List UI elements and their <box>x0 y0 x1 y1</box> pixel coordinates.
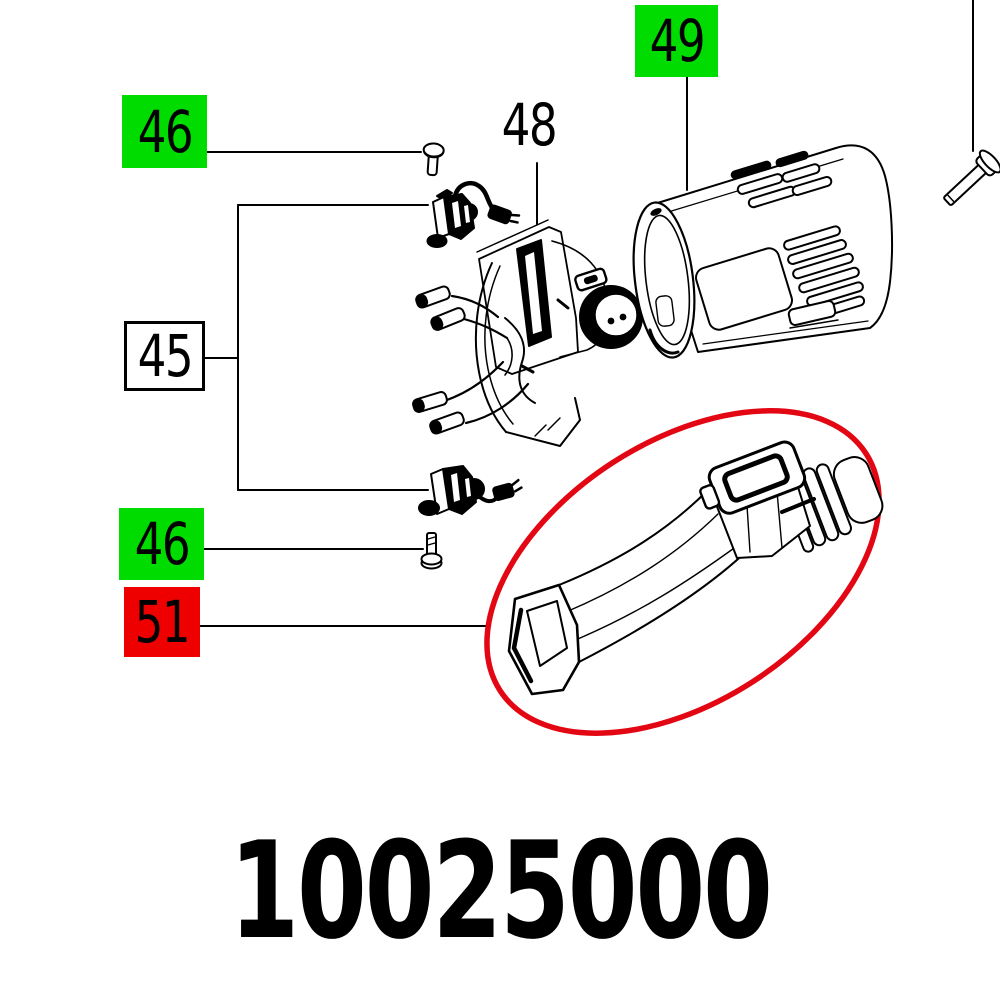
callout-49: 49 <box>635 5 718 77</box>
housing-clip <box>787 300 837 326</box>
callout-46-top-label: 46 <box>137 97 193 166</box>
handle-duct <box>507 440 884 696</box>
cable-connector <box>429 411 465 435</box>
callout-48-label: 48 <box>501 91 558 159</box>
callout-45: 45 <box>124 321 205 391</box>
part-number: 10025000 <box>229 813 773 969</box>
leader-lines <box>198 0 974 627</box>
switch-module-lower <box>418 465 523 516</box>
vent-slots-side <box>783 225 866 319</box>
cable-connector <box>415 285 451 309</box>
screw-lower <box>420 532 443 570</box>
highlight-ellipse <box>484 408 882 736</box>
callout-45-label: 45 <box>137 322 193 390</box>
cable-connector <box>412 391 448 413</box>
callout-51-label: 51 <box>134 588 191 656</box>
callout-46-top: 46 <box>122 95 207 168</box>
callout-48: 48 <box>492 91 566 159</box>
housing-window <box>695 247 793 331</box>
field-assembly <box>412 219 643 447</box>
callout-46-bottom-label: 46 <box>134 510 190 578</box>
duct-lid <box>699 440 807 515</box>
vent-slots-top <box>730 150 833 209</box>
bolt-top-right <box>943 149 1000 206</box>
cable-connector <box>430 307 466 331</box>
motor-housing <box>632 144 894 359</box>
callout-49-label: 49 <box>649 7 705 75</box>
screw-top <box>422 142 445 177</box>
callout-51: 51 <box>124 587 200 657</box>
callout-46-bottom: 46 <box>119 508 204 580</box>
ignition-module-upper <box>426 181 521 248</box>
